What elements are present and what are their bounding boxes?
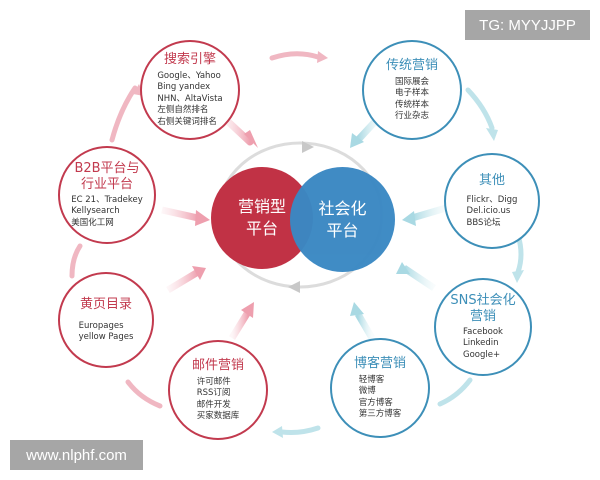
node-title: 黄页目录 (79, 296, 132, 312)
node-title-line1: SNS社会化 (450, 292, 516, 308)
social-platform-line1: 社会化 (318, 198, 367, 218)
node-item: Europages (78, 320, 124, 331)
node-items: 许可邮件 RSS订阅 邮件开发 买家数据库 (197, 377, 240, 423)
social-platform-line2: 平台 (326, 220, 359, 240)
node-item: NHN、AltaVista (157, 93, 223, 104)
node-item: 美国化工网 (71, 217, 114, 228)
node-sns-marketing: SNS社会化 营销 Facebook Linkedin Google+ (434, 278, 532, 376)
node-item: Facebook (463, 326, 503, 337)
node-item: Linkedin (463, 338, 499, 349)
node-title-line2: 行业平台 (80, 176, 133, 192)
watermark-bottom-left: www.nlphf.com (10, 440, 143, 470)
node-item: 右侧关键词排名 (157, 116, 217, 127)
node-item: 行业杂志 (394, 111, 429, 121)
node-item: 官方博客 (358, 397, 393, 408)
outer-pink-arrows (69, 51, 321, 409)
node-title: 博客营销 (353, 355, 406, 371)
node-item: 国际展会 (394, 76, 429, 87)
node-items: EC 21、Tradekey Kellysearch 美国化工网 (71, 195, 142, 230)
node-blog-marketing: 博客营销 轻博客 微博 官方博客 第三方博客 (330, 338, 430, 438)
node-items: 轻博客 微博 官方博客 第三方博客 (359, 375, 402, 421)
node-item: Del.icio.us (466, 206, 511, 217)
node-title: 其他 (478, 172, 505, 188)
node-item: 电子样本 (394, 88, 429, 98)
node-items: Google、Yahoo Bing yandex NHN、AltaVista 左… (157, 71, 222, 129)
marketing-platform-line1: 营销型 (237, 197, 286, 216)
node-item: Google、Yahoo (157, 70, 221, 81)
node-traditional-marketing: 传统营销 国际展会 电子样本 传统样本 行业杂志 (362, 40, 462, 140)
node-items: Facebook Linkedin Google+ (463, 327, 503, 362)
node-title: B2B平台与 行业平台 (74, 161, 139, 193)
node-item: 许可邮件 (196, 376, 231, 387)
node-item: EC 21、Tradekey (71, 194, 143, 205)
node-title: 传统营销 (385, 57, 438, 73)
watermark-text: TG: MYYJJPP (479, 16, 576, 34)
node-other: 其他 Flickr、Digg Del.icio.us BBS论坛 (444, 153, 540, 249)
node-item: yellow Pages (78, 332, 134, 342)
node-item: Bing yandex (157, 82, 211, 93)
watermark-top-right: TG: MYYJJPP (465, 10, 590, 40)
node-items: 国际展会 电子样本 传统样本 行业杂志 (395, 77, 429, 123)
node-item: 邮件开发 (196, 399, 231, 410)
node-title: 搜索引擎 (163, 51, 216, 67)
node-email-marketing: 邮件营销 许可邮件 RSS订阅 邮件开发 买家数据库 (168, 340, 268, 440)
outer-teal-arrows (279, 87, 524, 435)
node-items: Europages yellow Pages (79, 321, 134, 344)
node-item: Google+ (463, 349, 501, 360)
node-item: 买家数据库 (196, 411, 240, 421)
node-item: Kellysearch (71, 206, 120, 217)
pink-inward-arrows (161, 112, 258, 340)
node-item: 轻博客 (358, 374, 385, 385)
node-title-line2: 营销 (469, 308, 496, 324)
marketing-platform-line2: 平台 (245, 219, 278, 238)
node-item: 微博 (358, 386, 376, 396)
node-item: RSS订阅 (196, 388, 231, 398)
node-item: Flickr、Digg (466, 194, 518, 205)
node-title-line1: B2B平台与 (74, 160, 140, 176)
node-item: 第三方博客 (358, 409, 402, 419)
node-title: SNS社会化 营销 (450, 293, 515, 325)
node-b2b-platform: B2B平台与 行业平台 EC 21、Tradekey Kellysearch 美… (58, 146, 156, 244)
node-items: Flickr、Digg Del.icio.us BBS论坛 (467, 195, 518, 230)
node-item: 左侧自然排名 (157, 105, 209, 116)
social-platform-circle: 社会化 平台 (290, 167, 395, 272)
node-item: 传统样本 (394, 99, 429, 110)
node-item: BBS论坛 (466, 217, 501, 228)
node-search-engine: 搜索引擎 Google、Yahoo Bing yandex NHN、AltaVi… (140, 40, 240, 140)
node-title: 邮件营销 (191, 357, 244, 373)
node-yellow-pages: 黄页目录 Europages yellow Pages (58, 272, 154, 368)
watermark-text: www.nlphf.com (26, 446, 127, 464)
